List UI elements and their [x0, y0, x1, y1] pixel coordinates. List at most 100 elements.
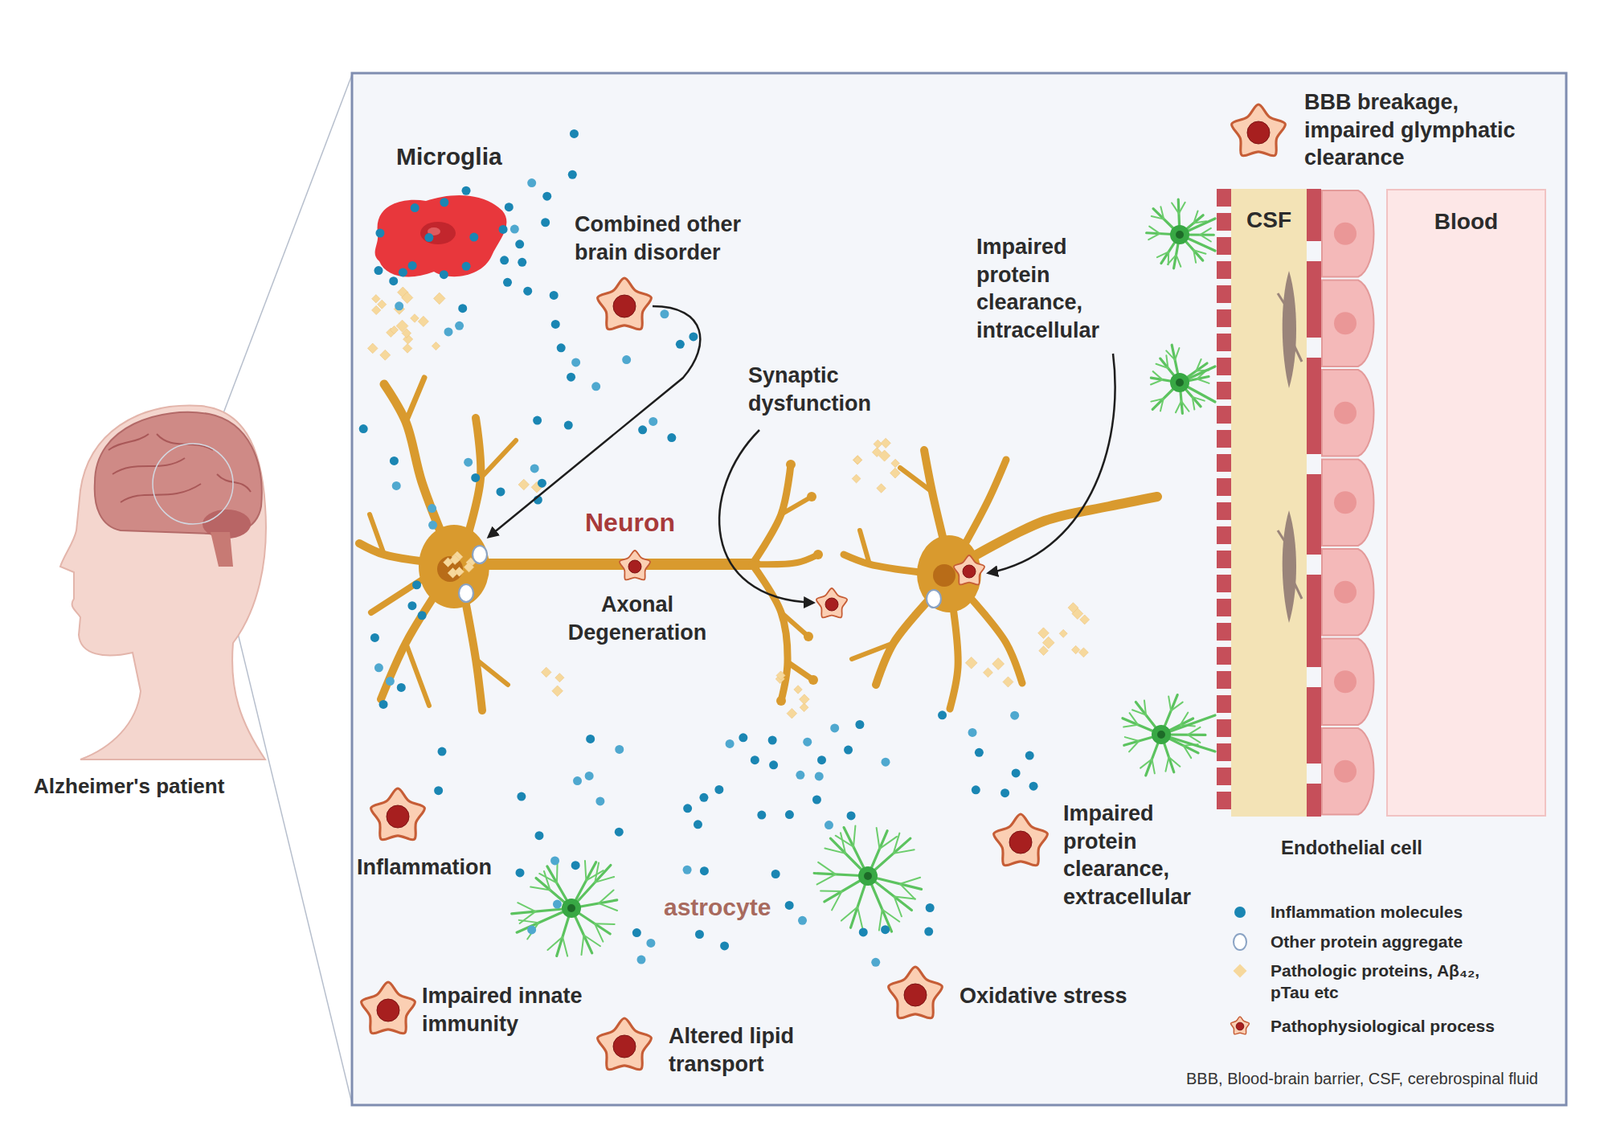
process-star: [1231, 1016, 1250, 1035]
process-star: [994, 814, 1048, 866]
astrocyte-branch: [1183, 745, 1192, 758]
neurite: [475, 658, 508, 685]
inflammation-molecule: [359, 424, 369, 434]
inflammation-molecule: [510, 225, 520, 234]
astrocyte-branch: [1153, 371, 1163, 380]
inflammation-molecule: [552, 900, 562, 909]
inflammation-molecule: [454, 321, 464, 331]
astrocyte-branch: [820, 890, 842, 893]
legend-text: Pathologic proteins, Aβ₄₂, pTau etc: [1270, 959, 1500, 1004]
astrocyte-branch: [1170, 702, 1183, 712]
inflammation-molecule: [1029, 781, 1039, 791]
zoom-line: [210, 74, 352, 447]
swatch-diamond: [1233, 964, 1248, 979]
astrocyte-branch: [1129, 712, 1139, 725]
astrocyte-cell: [511, 860, 618, 957]
barrier-wall-segment: [1216, 526, 1232, 545]
axon-terminal: [776, 695, 786, 706]
legend-row: Pathologic proteins, Aβ₄₂, pTau etc: [1229, 959, 1500, 1004]
pathologic-protein: [389, 326, 398, 335]
endothelial-cell: [1321, 638, 1375, 726]
barrier-wall-segment: [1216, 333, 1232, 352]
inflammation-molecule: [924, 927, 933, 937]
astrocyte-branch: [831, 891, 842, 910]
blood-brain-barrier: [1216, 188, 1375, 817]
inflammation-molecule: [388, 276, 398, 286]
inflammation-molecule: [591, 381, 601, 391]
barrier-wall-segment: [1216, 212, 1232, 231]
inflammation-molecule: [379, 699, 389, 709]
astrocyte-branch: [594, 922, 615, 925]
astrocyte-branch: [1165, 757, 1169, 772]
inflammation-molecule: [458, 303, 467, 313]
inflammation-molecule: [412, 580, 422, 590]
inflammation-molecule: [537, 478, 547, 488]
astrocyte-body: [858, 866, 878, 886]
star-outline: [619, 550, 651, 581]
inflammation-molecule: [530, 463, 540, 473]
astrocyte-branch: [1150, 398, 1163, 402]
pathologic-protein: [433, 292, 446, 305]
astrocyte-branch: [1144, 700, 1146, 716]
neurite: [781, 496, 812, 515]
astrocyte-branch: [1181, 401, 1189, 412]
legend-swatch: [1229, 960, 1251, 982]
inflammation-molecule: [389, 456, 399, 466]
inflammation-molecule: [771, 869, 781, 879]
inflammation-molecule: [1011, 768, 1021, 778]
neurite: [859, 530, 870, 565]
pathologic-protein: [555, 673, 565, 683]
astrocyte-branch: [1166, 355, 1168, 369]
barrier-wall-segment: [1216, 381, 1232, 400]
astrocyte-branch: [1192, 396, 1195, 410]
inflammation-molecule: [714, 785, 724, 794]
astrocyte-branch: [1197, 379, 1210, 384]
tight-junction: [1306, 357, 1322, 455]
astrocyte-branch: [1151, 759, 1154, 774]
inflammation-molecule: [516, 792, 526, 802]
inflammation-molecule: [695, 929, 704, 939]
endothelial-cell: [1321, 280, 1375, 368]
pathologic-protein: [890, 467, 901, 479]
star-core: [825, 597, 839, 611]
process-star: [597, 1018, 652, 1070]
inflammation-molecule: [880, 924, 890, 934]
star-outline: [816, 588, 848, 618]
star-core: [1235, 1022, 1244, 1031]
astrocyte-branch: [1129, 740, 1139, 752]
inflammation-molecule: [738, 732, 748, 742]
inflammation-molecule: [720, 941, 729, 950]
band-label: CSF: [1231, 206, 1307, 234]
star-outline: [597, 1018, 652, 1070]
neuron-soma: [916, 535, 982, 613]
inflammation-molecule: [540, 217, 550, 227]
neurite: [962, 459, 1007, 549]
astrocyte-branch: [1193, 210, 1198, 223]
legend-swatch: [1229, 931, 1251, 953]
endothelial-cell: [1321, 190, 1375, 278]
inflammation-molecule: [499, 225, 508, 234]
pericyte-process: [1277, 293, 1291, 314]
astrocyte-branch: [1168, 695, 1171, 711]
endothelial-cell: [1321, 459, 1375, 547]
zoom-circle: [152, 443, 234, 524]
astrocyte-nucleus: [1157, 730, 1166, 739]
pericyte-process: [1277, 530, 1291, 551]
inflammation-molecule: [375, 229, 385, 238]
barrier-wall-segment: [1216, 646, 1232, 665]
footnote: BBB, Blood-brain barrier, CSF, cerebrosp…: [1186, 1068, 1539, 1090]
barrier-wall-segment: [1216, 695, 1232, 713]
process-star: [816, 588, 848, 618]
astrocyte-branch: [893, 833, 901, 854]
astrocyte-nucleus: [1175, 378, 1184, 387]
inflammation-molecule: [428, 520, 438, 530]
astrocyte-branch: [900, 877, 921, 884]
pathologic-protein: [876, 483, 886, 493]
neurite: [464, 596, 483, 711]
microglia-cell: [375, 195, 508, 277]
process-label: Oxidative stress: [959, 982, 1128, 1011]
legend-text: Inflammation molecules: [1270, 900, 1560, 923]
process-star: [953, 555, 985, 586]
neurite: [405, 377, 425, 422]
